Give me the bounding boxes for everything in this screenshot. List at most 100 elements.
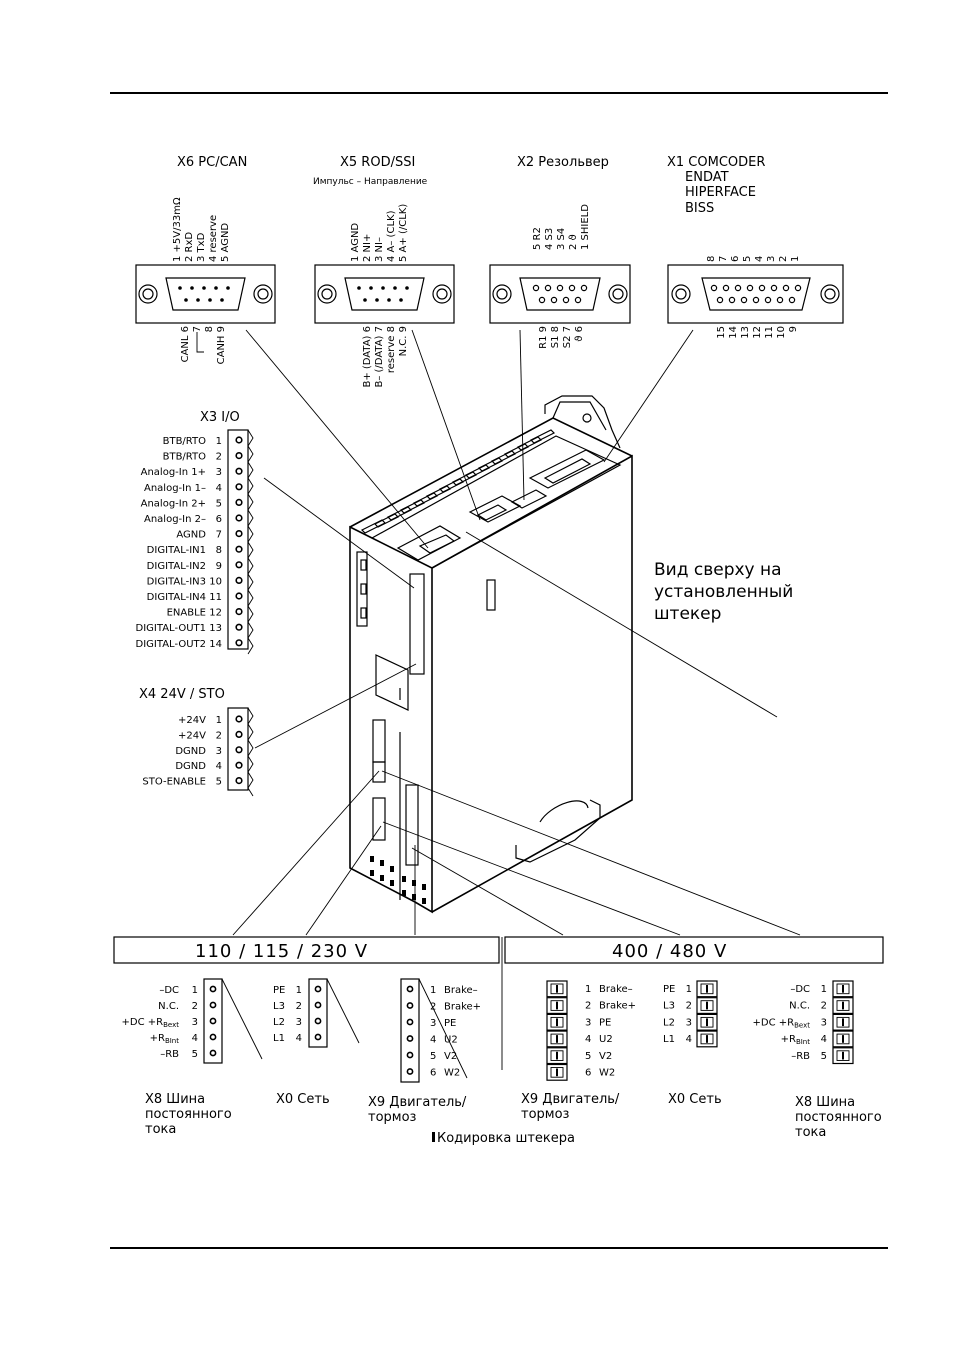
x9-pin-label: Brake–: [599, 984, 633, 995]
x6-top-pin-labels: 1 +5V/33mΩ 2 RxD 3 TxD 4 reserve 5 AGND: [172, 197, 231, 262]
caption-line: постоянного: [795, 1110, 882, 1125]
x8-terminal-screw: [209, 1033, 217, 1041]
x4-terminal-screw: [235, 730, 243, 739]
x4-terminal-screw: [235, 715, 243, 723]
caption-line: X0 Сеть: [668, 1092, 722, 1107]
x0-pin-number: 2: [686, 1001, 692, 1012]
x4-pin-number: 1: [216, 715, 222, 726]
x5-pin-label: B+ (DATA) 6: [362, 326, 373, 388]
x1-pin-label: 6: [730, 256, 741, 262]
x8-pin-number: 2: [821, 1001, 827, 1012]
x1-pin-label: 4: [754, 256, 765, 262]
x5-pin-label: 3 NI–: [374, 237, 385, 262]
x8-pin-label: –DC: [790, 984, 810, 995]
x3-pin-label: Analog-In 1+: [141, 467, 206, 478]
x8-pin-number: 4: [192, 1033, 198, 1044]
x9-terminal-screw: [406, 985, 414, 993]
x3-terminal-screw: [235, 529, 243, 538]
x5-pin-label: 4 A– (CLK): [386, 210, 397, 262]
x0-pin-label: L3: [273, 1001, 285, 1012]
x9-plug-slot: [546, 997, 568, 1015]
x3-pin-label: Analog-In 1–: [144, 483, 206, 494]
x6-pin-label: 8: [204, 326, 215, 332]
x3-pin-label: Analog-In 2–: [144, 514, 206, 525]
x3-terminal-screw: [235, 639, 243, 647]
servo-drive-body: [349, 395, 633, 914]
x9-terminal-screw: [406, 1018, 414, 1026]
x5-subtitle: Импульс – Направление: [313, 177, 428, 187]
x2-top-pin-labels: 5 R2 4 S3 3 S4 2 ϑ 1 SHIELD: [532, 204, 591, 250]
x0-pin-label: L2: [663, 1017, 675, 1028]
x3-pin-number: 5: [216, 498, 222, 509]
x1-top-pin-labels: 8 7 6 5 4 3 2 1: [706, 256, 801, 262]
x8-pin-label: –DC: [159, 985, 179, 996]
x8-pin-number: 5: [192, 1049, 198, 1060]
x8-plug-slot: [832, 1030, 854, 1048]
x9-terminal-screw: [406, 1051, 414, 1059]
x5-pin-label: N.C. 9: [398, 326, 409, 356]
x5-bottom-pin-labels: B+ (DATA) 6 B– (/DATA) 7 reserve 8 N.C. …: [362, 326, 409, 388]
x6-pin-label: 1 +5V/33mΩ: [172, 197, 183, 262]
x2-pin-label: 4 S3: [544, 228, 555, 250]
x5-pin-label: 2 NI+: [362, 234, 373, 262]
x3-pin-number: 2: [216, 452, 222, 463]
x3-pin-label: DIGITAL-IN1: [147, 545, 206, 556]
x4-title: X4 24V / STO: [139, 687, 225, 702]
x0-pin-number: 2: [296, 1001, 302, 1012]
x3-terminal-screw: [235, 623, 243, 631]
x3-pin-number: 14: [209, 639, 222, 650]
caption-line: тока: [145, 1122, 176, 1137]
x9-pin-number: 5: [430, 1051, 436, 1062]
x3-pin-number: 8: [216, 545, 222, 556]
x1-pin-label: 5: [742, 256, 753, 262]
x8-plug-slot: [832, 1047, 854, 1065]
x9-pin-label: W2: [599, 1068, 615, 1079]
x9-pin-label: V2: [599, 1051, 612, 1062]
x3-pin-number: 7: [216, 530, 222, 541]
x9-pin-number: 2: [430, 1002, 436, 1013]
x8-pin-number: 3: [192, 1017, 198, 1028]
x1-pin-label: 8: [706, 256, 717, 262]
x1-pin-label: 2: [778, 256, 789, 262]
caption-line: постоянного: [145, 1107, 232, 1122]
x9-pin-number: 6: [585, 1068, 591, 1079]
x1-pin-label: 7: [718, 256, 729, 262]
x3-pin-label: Analog-In 2+: [141, 498, 206, 509]
x2-pin-label: 1 SHIELD: [580, 204, 591, 250]
x0-terminal-screw: [314, 1017, 322, 1025]
x8-terminal-screw: [209, 1049, 217, 1057]
x1-alt-hiperface: HIPERFACE: [685, 185, 756, 200]
x9-pin-number: 3: [430, 1018, 436, 1029]
x8-pin-number: 1: [821, 984, 827, 995]
x3-terminal-screw: [235, 452, 243, 460]
x3-terminal-screw: [235, 436, 243, 444]
x3-terminal-screw: [235, 498, 243, 507]
captions-low: X8 Шина постоянного тока X0 Сеть X9 Двиг…: [145, 1092, 467, 1137]
x9-plug-slot: [546, 1047, 568, 1065]
x0-pin-label: L2: [273, 1017, 285, 1028]
x9-pin-number: 1: [430, 985, 436, 996]
x5-pin-label: B– (/DATA) 7: [374, 326, 385, 388]
x1-pin-label: 14: [728, 326, 739, 339]
x9-pin-label: Brake+: [444, 1002, 481, 1013]
x3-pin-number: 11: [209, 592, 222, 603]
x0-pin-label: L1: [663, 1034, 675, 1045]
x3-title: X3 I/O: [200, 410, 240, 425]
x8-terminal-screw: [209, 985, 217, 993]
x5-pin-label: 5 A+ (/CLK): [398, 204, 409, 262]
x2-title: X2 Резольвер: [517, 155, 609, 170]
x0-terminal-screw: [314, 985, 322, 993]
x0-pin-label: L1: [273, 1033, 285, 1044]
x0-pin-number: 1: [296, 985, 302, 996]
x9-pin-number: 3: [585, 1017, 591, 1028]
x3-terminal-screw: [235, 561, 243, 569]
x3-pin-label: DIGITAL-OUT1: [136, 623, 206, 634]
x3-pin-number: 9: [216, 561, 222, 572]
x3-terminal-screw: [235, 607, 243, 616]
x2-pin-label: 3 S4: [556, 228, 567, 250]
x8-pin-label: –RB: [160, 1049, 179, 1060]
x3-pin-number: 1: [216, 436, 222, 447]
